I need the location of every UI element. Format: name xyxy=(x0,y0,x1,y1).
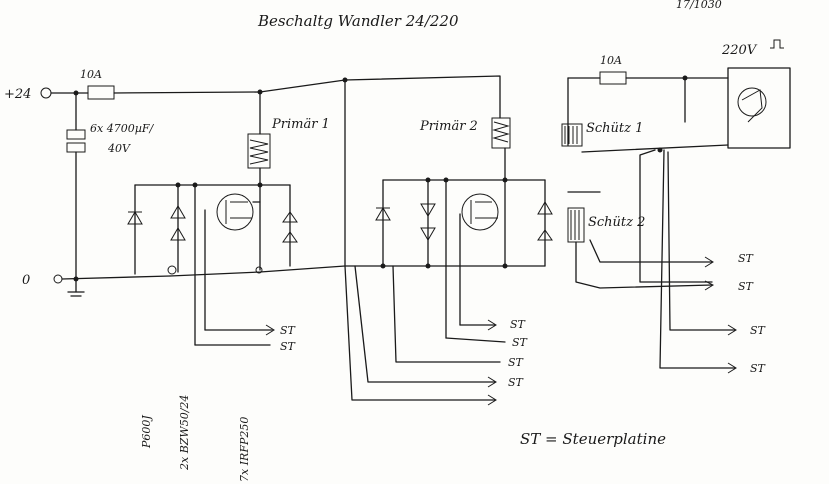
control-wiring-left xyxy=(194,79,506,406)
plus-label: +24 xyxy=(4,87,31,102)
primary-1-circuit xyxy=(127,91,298,346)
st-label-8: ST xyxy=(738,280,755,293)
primary-2-label: Primär 2 xyxy=(419,119,478,134)
ground-terminal xyxy=(53,274,63,284)
mains-fuse xyxy=(599,71,627,85)
mains-socket xyxy=(727,67,791,149)
mosfet-2 xyxy=(461,193,499,231)
relay-1-label: Schütz 1 xyxy=(586,121,643,136)
relay-2-label: Schütz 2 xyxy=(588,215,645,230)
mains-fuse-label: 10A xyxy=(600,54,622,67)
ac-symbol xyxy=(770,39,784,49)
st-label-9: ST xyxy=(750,324,767,337)
diode-part-label: P600J xyxy=(140,415,153,449)
st-label-7: ST xyxy=(738,252,755,265)
primary-2-winding xyxy=(491,117,511,149)
st-label-1: ST xyxy=(280,324,297,337)
st-label-10: ST xyxy=(750,362,767,375)
st-label-3: ST xyxy=(510,318,527,331)
main-fuse xyxy=(87,85,115,100)
st-label-4: ST xyxy=(512,336,529,349)
st-label-6: ST xyxy=(508,376,525,389)
st-label-2: ST xyxy=(280,340,297,353)
primary-2-circuit xyxy=(375,117,553,339)
schematic-title: Beschaltg Wandler 24/220 xyxy=(257,12,459,30)
plus-terminal xyxy=(40,87,52,99)
capacitor-label: 6x 4700µF/ xyxy=(90,122,154,135)
transistor-part-label: 7x IRFP250 xyxy=(238,417,251,482)
primary-1-label: Primär 1 xyxy=(271,117,330,132)
capacitor-voltage: 40V xyxy=(107,142,131,155)
mosfet-1 xyxy=(216,193,254,231)
ground-rail xyxy=(53,265,546,297)
corner-note: 17/1030 xyxy=(676,0,722,11)
capacitor-bank xyxy=(66,92,86,279)
legend-text: ST = Steuerplatine xyxy=(520,430,666,448)
ground-label: 0 xyxy=(22,273,30,288)
main-fuse-label: 10A xyxy=(80,68,102,81)
relay-2-coil xyxy=(567,207,585,243)
zener-part-label: 2x BZW50/24 xyxy=(178,395,191,471)
primary-1-winding xyxy=(247,133,271,169)
st-label-5: ST xyxy=(508,356,525,369)
mains-circuit xyxy=(561,67,791,374)
relay-1-coil xyxy=(561,123,583,147)
mains-label: 220V xyxy=(721,43,758,58)
positive-rail xyxy=(40,75,501,119)
